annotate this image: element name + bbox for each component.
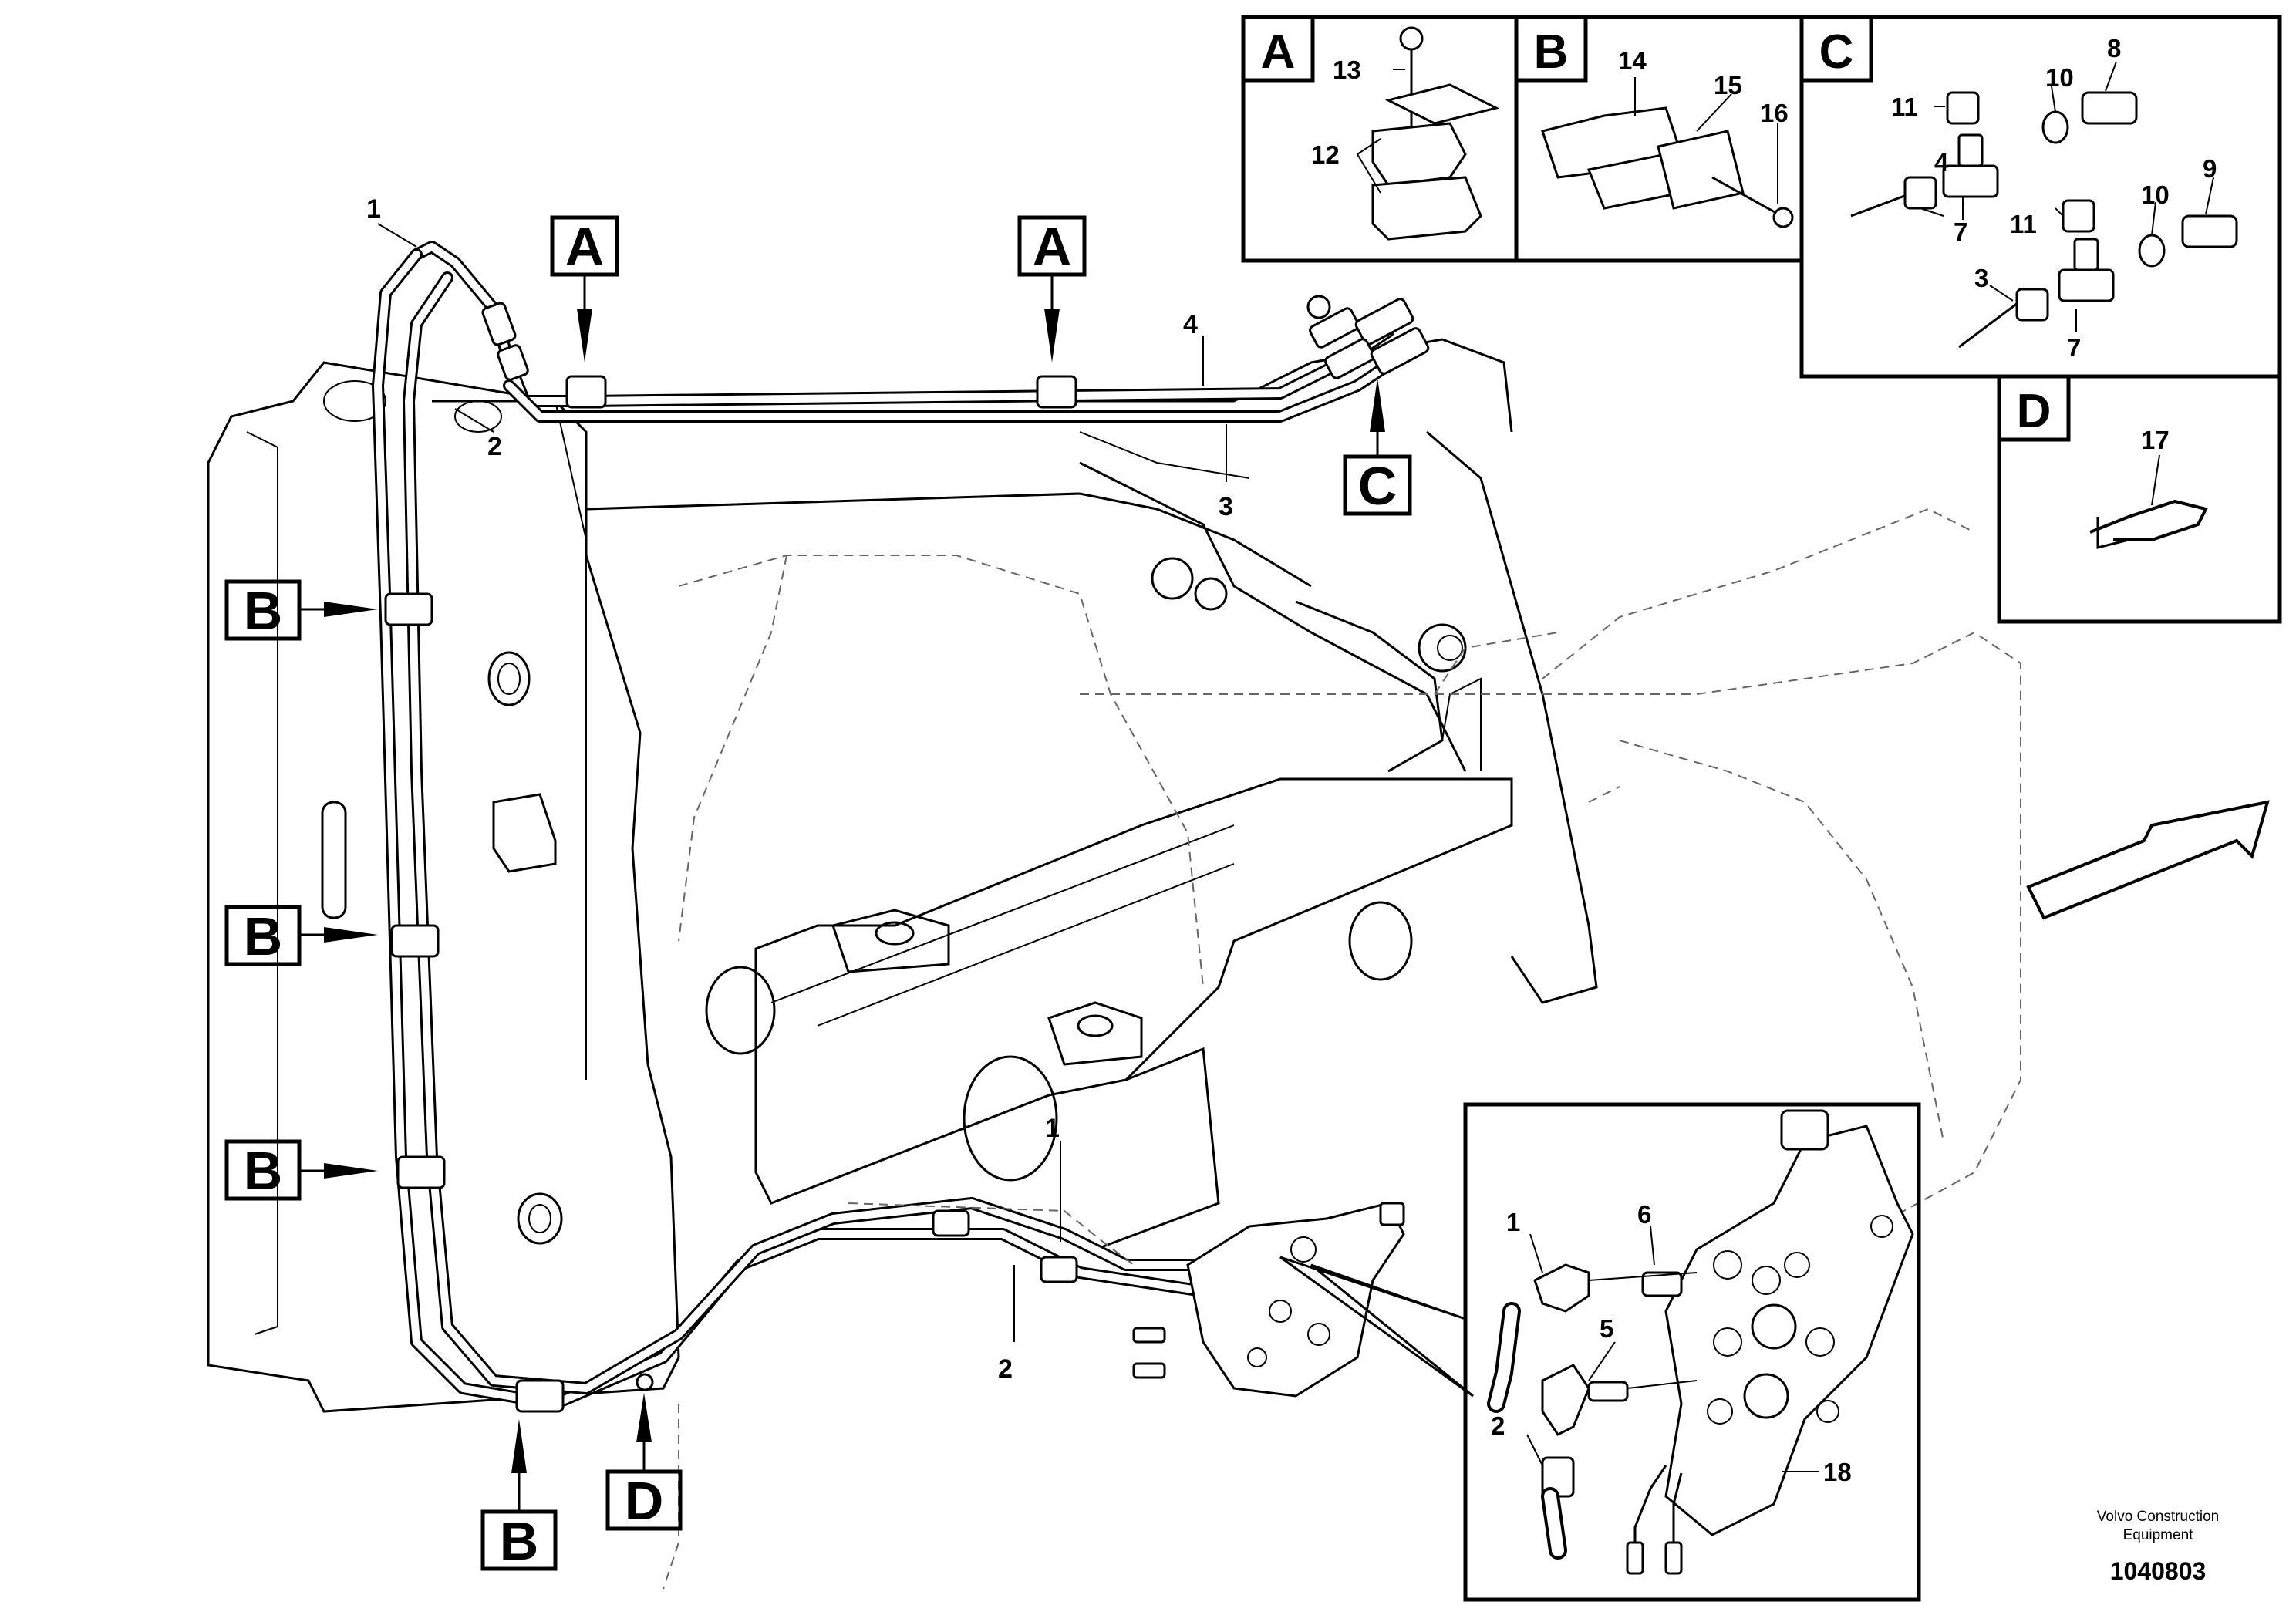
callout-leaders	[377, 61, 2214, 1472]
marker-B-middle: B	[244, 906, 283, 966]
callout-15: 15	[1714, 71, 1742, 99]
detail-label-C: C	[1819, 25, 1854, 79]
callout-10-lower: 10	[2141, 180, 2170, 209]
detail-panel-D: D	[1997, 374, 2282, 624]
couplings-top	[481, 295, 1430, 381]
callout-2-bottom: 2	[998, 1354, 1013, 1384]
brand-line-2: Equipment	[2123, 1527, 2194, 1543]
callout-11-lower: 11	[2010, 210, 2037, 238]
brand-block: Volvo Construction Equipment 1040803	[2097, 1509, 2219, 1585]
callout-10-upper: 10	[2045, 63, 2074, 92]
marker-C: C	[1358, 456, 1397, 516]
detail-panel-C: C	[1799, 15, 2282, 379]
callout-11-upper: 11	[1891, 93, 1918, 121]
detail-panel-A: A	[1241, 15, 1519, 263]
callout-17: 17	[2141, 426, 2170, 454]
callout-3: 3	[1219, 492, 1233, 521]
callout-1-top: 1	[366, 194, 381, 224]
callout-4-inset: 4	[1934, 148, 1949, 177]
detail-label-A: A	[1261, 25, 1296, 79]
callout-16: 16	[1760, 99, 1789, 127]
reference-number: 1040803	[2110, 1557, 2207, 1585]
marker-A-left: A	[565, 217, 605, 277]
callout-4: 4	[1183, 310, 1198, 339]
brand-line-1: Volvo Construction	[2097, 1509, 2219, 1525]
callout-18: 18	[1823, 1458, 1852, 1486]
marker-D: D	[625, 1471, 664, 1531]
detail-label-D: D	[2017, 385, 2052, 438]
detail-label-B: B	[1534, 25, 1569, 79]
callout-8: 8	[2107, 34, 2121, 62]
callout-1-inset: 1	[1506, 1208, 1520, 1236]
callout-7-lower: 7	[2067, 333, 2081, 362]
callout-7-upper: 7	[1954, 218, 1967, 246]
callout-5: 5	[1600, 1314, 1613, 1343]
callout-numbers: 1 2 4 3 1 2 1 6 5 2 18 13 12 14 15 16 11…	[366, 34, 2217, 1486]
callout-3-inset: 3	[1974, 264, 1988, 292]
hoses	[372, 241, 1410, 1410]
control-valve-small	[1132, 1202, 1405, 1398]
marker-B-bottom: B	[500, 1511, 539, 1571]
callout-1-bottom: 1	[1045, 1114, 1060, 1143]
callout-13: 13	[1333, 56, 1361, 84]
marker-B-lower: B	[244, 1141, 283, 1201]
callout-9: 9	[2203, 154, 2217, 183]
marker-B-upper: B	[244, 581, 283, 641]
marker-A-right: A	[1033, 217, 1072, 277]
callout-6: 6	[1637, 1200, 1651, 1229]
detail-panel-B: B	[1514, 15, 1804, 263]
callout-12: 12	[1311, 140, 1340, 169]
location-markers: A A C B B B B D	[224, 215, 1412, 1571]
hose-clamps	[384, 375, 1078, 1413]
callout-2-inset: 2	[1491, 1411, 1505, 1440]
valve-detail-inset	[1463, 1102, 1921, 1602]
chassis-dashed-outline	[663, 508, 2021, 1590]
inset-leader-line	[1279, 1256, 1474, 1398]
forward-direction-arrow	[2026, 800, 2270, 920]
callout-14: 14	[1618, 46, 1647, 75]
callout-2-top: 2	[487, 432, 502, 461]
